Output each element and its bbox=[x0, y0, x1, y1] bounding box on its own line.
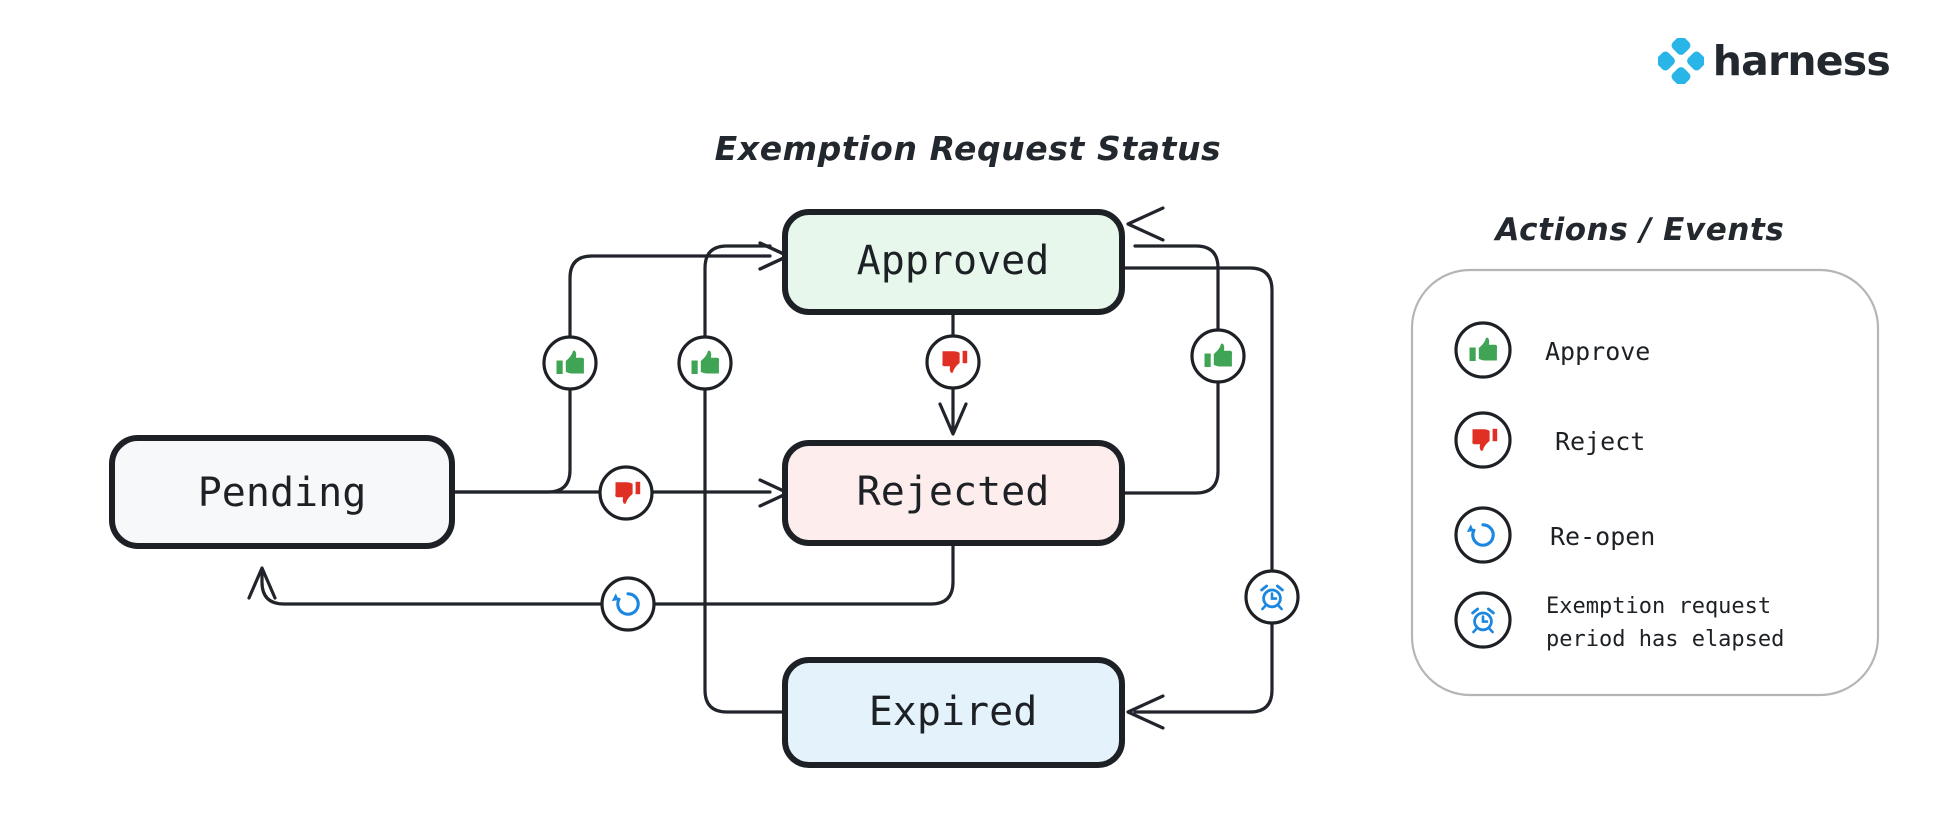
legend-panel-border bbox=[1410, 268, 1880, 697]
state-label-approved: Approved bbox=[857, 238, 1050, 284]
legend-icon-circle-reopen bbox=[1454, 506, 1512, 564]
legend-title: Actions / Events bbox=[1493, 212, 1785, 248]
edge-badge-reject-approved[interactable] bbox=[925, 334, 981, 390]
edge-badge-reopen[interactable] bbox=[600, 576, 656, 632]
edge-badge-layer bbox=[542, 328, 1300, 632]
edge-approved-to-expired bbox=[1120, 266, 1274, 730]
edge-badge-approve-rejected[interactable] bbox=[1190, 328, 1246, 384]
edge-badge-approve-expired[interactable] bbox=[677, 335, 733, 391]
legend-label-approve: Approve bbox=[1545, 337, 1650, 366]
state-node-pending[interactable]: Pending bbox=[109, 435, 455, 549]
legend-item-reject[interactable]: Reject bbox=[1454, 411, 1645, 469]
legend-label-elapsed-line2: period has elapsed bbox=[1546, 627, 1784, 652]
diagram-title: Exemption Request Status bbox=[715, 129, 1222, 168]
edge-expired-to-approved bbox=[703, 241, 790, 714]
state-label-pending: Pending bbox=[198, 470, 367, 516]
edge-badge-elapsed[interactable] bbox=[1244, 569, 1300, 625]
legend-label-reject: Reject bbox=[1555, 427, 1645, 456]
legend: Actions / Events Approve Reject Re-open bbox=[1410, 212, 1880, 697]
state-node-rejected[interactable]: Rejected bbox=[782, 440, 1125, 546]
state-label-rejected: Rejected bbox=[857, 469, 1050, 515]
harness-diamond-logo-icon bbox=[1657, 38, 1704, 84]
node-layer: Pending Approved Rejected Expired bbox=[109, 209, 1125, 768]
brand-wordmark: harness bbox=[1712, 36, 1891, 85]
legend-item-approve[interactable]: Approve bbox=[1454, 321, 1650, 379]
state-label-expired: Expired bbox=[869, 689, 1038, 735]
legend-item-reopen[interactable]: Re-open bbox=[1454, 506, 1655, 564]
state-node-expired[interactable]: Expired bbox=[782, 657, 1125, 768]
edge-badge-reject-pending[interactable] bbox=[598, 465, 654, 521]
legend-label-reopen: Re-open bbox=[1550, 522, 1655, 551]
edge-pending-to-approved bbox=[450, 241, 790, 494]
edge-rejected-to-pending bbox=[247, 541, 955, 606]
legend-label-elapsed-line1: Exemption request bbox=[1546, 594, 1771, 619]
legend-item-elapsed[interactable]: Exemption request period has elapsed bbox=[1454, 591, 1784, 652]
harness-logo: harness bbox=[1657, 36, 1891, 85]
edge-badge-approve-pending[interactable] bbox=[542, 335, 598, 391]
state-node-approved[interactable]: Approved bbox=[782, 209, 1125, 315]
